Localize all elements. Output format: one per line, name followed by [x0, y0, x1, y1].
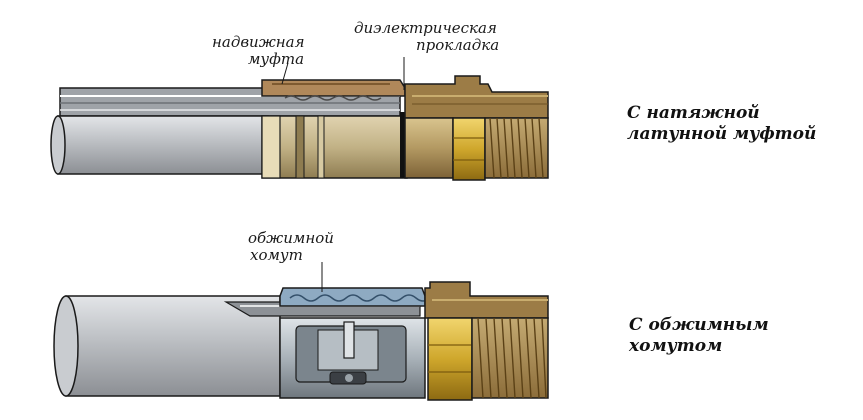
callout-line: обжимной	[248, 229, 334, 247]
fitting-body-top	[404, 117, 454, 179]
pipe-top	[57, 115, 269, 175]
fitting-bottom-illustration	[53, 262, 549, 401]
title-line: С обжимным	[629, 315, 769, 335]
title-line: С натяжной	[627, 103, 760, 123]
thread-top	[484, 117, 549, 179]
fitting-title-bottom: С обжимным хомутом	[629, 315, 769, 357]
callout-line: надвижная	[212, 33, 305, 51]
callout-line: хомут	[250, 246, 303, 264]
sliding-sleeve-top	[261, 79, 406, 97]
sleeve-body-top	[261, 115, 408, 179]
dielectric-gasket-top	[400, 112, 407, 178]
callout-compression-clamp: обжимной хомут	[248, 230, 334, 264]
title-line: хомутом	[629, 336, 723, 356]
callout-dielectric-gasket: диэлектрическая прокладка	[354, 20, 499, 54]
title-line: латунной муфтой	[627, 124, 817, 144]
fitting-title-top: С натяжной латунной муфтой	[627, 103, 816, 145]
hex-nut-top	[452, 117, 486, 181]
thread-bottom	[471, 317, 549, 399]
hex-nut-bottom	[427, 317, 473, 401]
clamp-bolt	[343, 321, 355, 359]
fitting-top-illustration	[50, 57, 549, 181]
callout-line: муфта	[248, 50, 305, 68]
callout-line: диэлектрическая	[354, 19, 497, 37]
callout-sliding-sleeve: надвижная муфта	[210, 34, 305, 68]
callout-line: прокладка	[416, 36, 500, 54]
